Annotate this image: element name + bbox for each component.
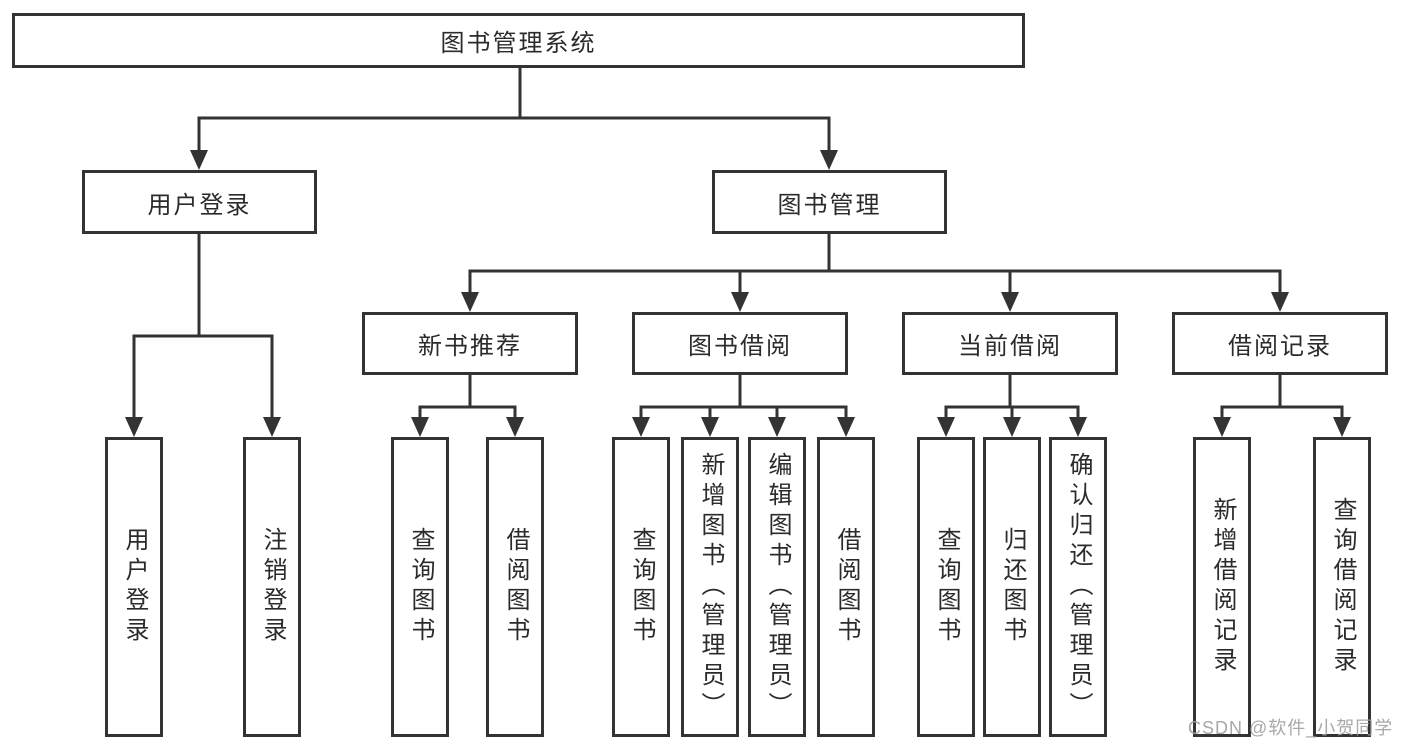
connector-book-management-children [461,234,1289,312]
leaf-recommend-query-books: 查询图书 [391,437,449,737]
leaf-query-borrow-record: 查询借阅记录 [1313,437,1371,737]
connector-borrow-records-children [1213,375,1351,437]
node-library-system: 图书管理系统 [12,13,1025,68]
node-user-login-label: 用户登录 [147,191,252,219]
node-new-book-recommend-label: 新书推荐 [418,333,522,360]
leaf-query-borrow-record-label: 查询借阅记录 [1329,497,1356,677]
leaf-add-books-admin: 新增图书（管理员） [681,437,739,737]
node-library-system-label: 图书管理系统 [440,30,597,57]
node-borrow-records: 借阅记录 [1172,312,1388,375]
connector-new-book-children [411,375,524,437]
node-book-management-label: 图书管理 [777,191,882,219]
leaf-recommend-borrow-books: 借阅图书 [486,437,544,737]
connector-root-to-level2 [190,68,838,170]
leaf-user-login-label: 用户登录 [121,527,148,647]
leaf-logout: 注销登录 [243,437,301,737]
node-user-login: 用户登录 [82,170,317,234]
node-book-borrow: 图书借阅 [632,312,848,375]
node-book-borrow-label: 图书借阅 [688,333,792,360]
csdn-watermark: CSDN @软件_小贺同学 [1188,718,1394,738]
leaf-borrow-query-books: 查询图书 [612,437,670,737]
leaf-recommend-query-books-label: 查询图书 [407,527,434,647]
leaf-edit-books-admin-label: 编辑图书（管理员） [764,452,791,722]
connector-current-borrow-children [937,375,1087,437]
leaf-edit-books-admin: 编辑图书（管理员） [748,437,806,737]
node-new-book-recommend: 新书推荐 [362,312,578,375]
leaf-current-query-books-label: 查询图书 [933,527,960,647]
node-borrow-records-label: 借阅记录 [1228,333,1332,360]
leaf-borrow-books: 借阅图书 [817,437,875,737]
leaf-add-borrow-record-label: 新增借阅记录 [1209,497,1236,677]
leaf-logout-label: 注销登录 [259,527,286,647]
leaf-add-borrow-record: 新增借阅记录 [1193,437,1251,737]
leaf-confirm-return-admin-label: 确认归还（管理员） [1065,452,1092,722]
leaf-borrow-query-books-label: 查询图书 [628,527,655,647]
node-current-borrow: 当前借阅 [902,312,1118,375]
leaf-return-books: 归还图书 [983,437,1041,737]
leaf-confirm-return-admin: 确认归还（管理员） [1049,437,1107,737]
leaf-recommend-borrow-books-label: 借阅图书 [502,527,529,647]
node-book-management: 图书管理 [712,170,947,234]
leaf-borrow-books-label: 借阅图书 [833,527,860,647]
connector-user-login-children [125,234,281,437]
node-current-borrow-label: 当前借阅 [958,333,1062,360]
connector-book-borrow-children [632,375,855,437]
leaf-current-query-books: 查询图书 [917,437,975,737]
leaf-user-login: 用户登录 [105,437,163,737]
leaf-add-books-admin-label: 新增图书（管理员） [697,452,724,722]
leaf-return-books-label: 归还图书 [999,527,1026,647]
